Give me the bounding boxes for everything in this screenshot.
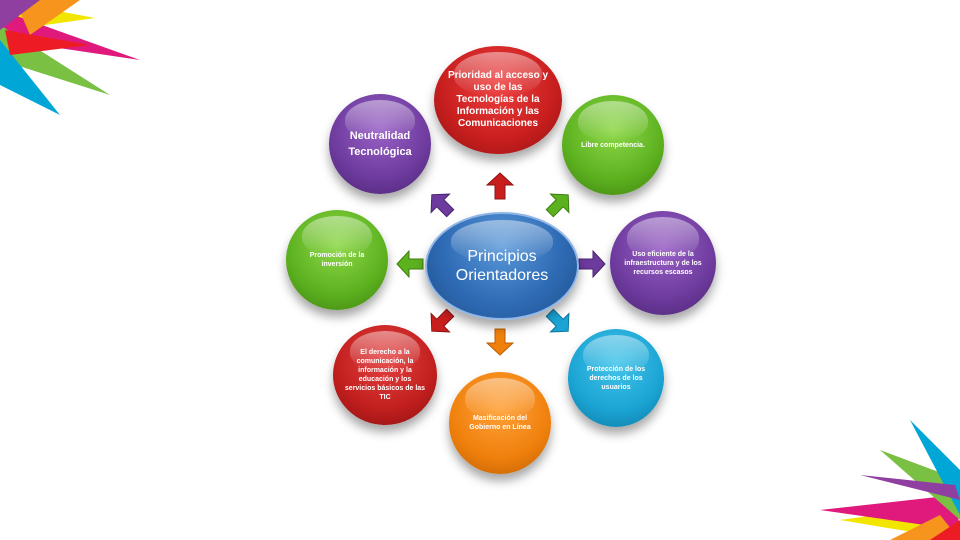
arrow-down-left-icon — [427, 308, 455, 336]
node-proteccion-usuarios: Protección de los derechos de los usuari… — [568, 329, 664, 427]
node-neutralidad-tecnologica: Neutralidad Tecnológica — [329, 94, 431, 194]
node-prioridad-acceso: Prioridad al acceso y uso de las Tecnolo… — [434, 46, 562, 154]
node-masificacion-gobierno: Masificación del Gobierno en Línea — [449, 372, 551, 474]
node-promocion-inversion: Promoción de la inversión — [286, 210, 388, 310]
node-derecho-comunicacion: El derecho a la comunicación, la informa… — [333, 325, 437, 425]
node-label: Neutralidad Tecnológica — [348, 130, 412, 158]
arrow-up-left-icon — [427, 190, 455, 218]
arrow-right-icon — [578, 250, 606, 278]
node-libre-competencia: Libre competencia. — [562, 95, 664, 195]
node-label: Prioridad al acceso y uso de las Tecnolo… — [447, 70, 549, 129]
decorative-starburst-top-left — [0, 0, 140, 115]
arrow-down-icon — [486, 328, 514, 356]
node-label: Masificación del Gobierno en Línea — [469, 415, 531, 431]
arrow-left-icon — [396, 250, 424, 278]
node-uso-eficiente: Uso eficiente de la infraestructura y de… — [610, 211, 716, 315]
arrow-up-right-icon — [545, 190, 573, 218]
arrow-up-icon — [486, 172, 514, 200]
node-label: Libre competencia. — [581, 141, 645, 149]
arrow-down-right-icon — [545, 308, 573, 336]
node-label: Uso eficiente de la infraestructura y de… — [624, 250, 702, 276]
node-label: Protección de los derechos de los usuari… — [586, 365, 646, 391]
center-node-principios: Principios Orientadores — [425, 212, 579, 320]
decorative-starburst-bottom-right — [820, 420, 960, 540]
node-label: Promoción de la inversión — [309, 252, 365, 268]
node-label: El derecho a la comunicación, la informa… — [344, 349, 426, 401]
center-node-label: Principios Orientadores — [455, 248, 549, 284]
